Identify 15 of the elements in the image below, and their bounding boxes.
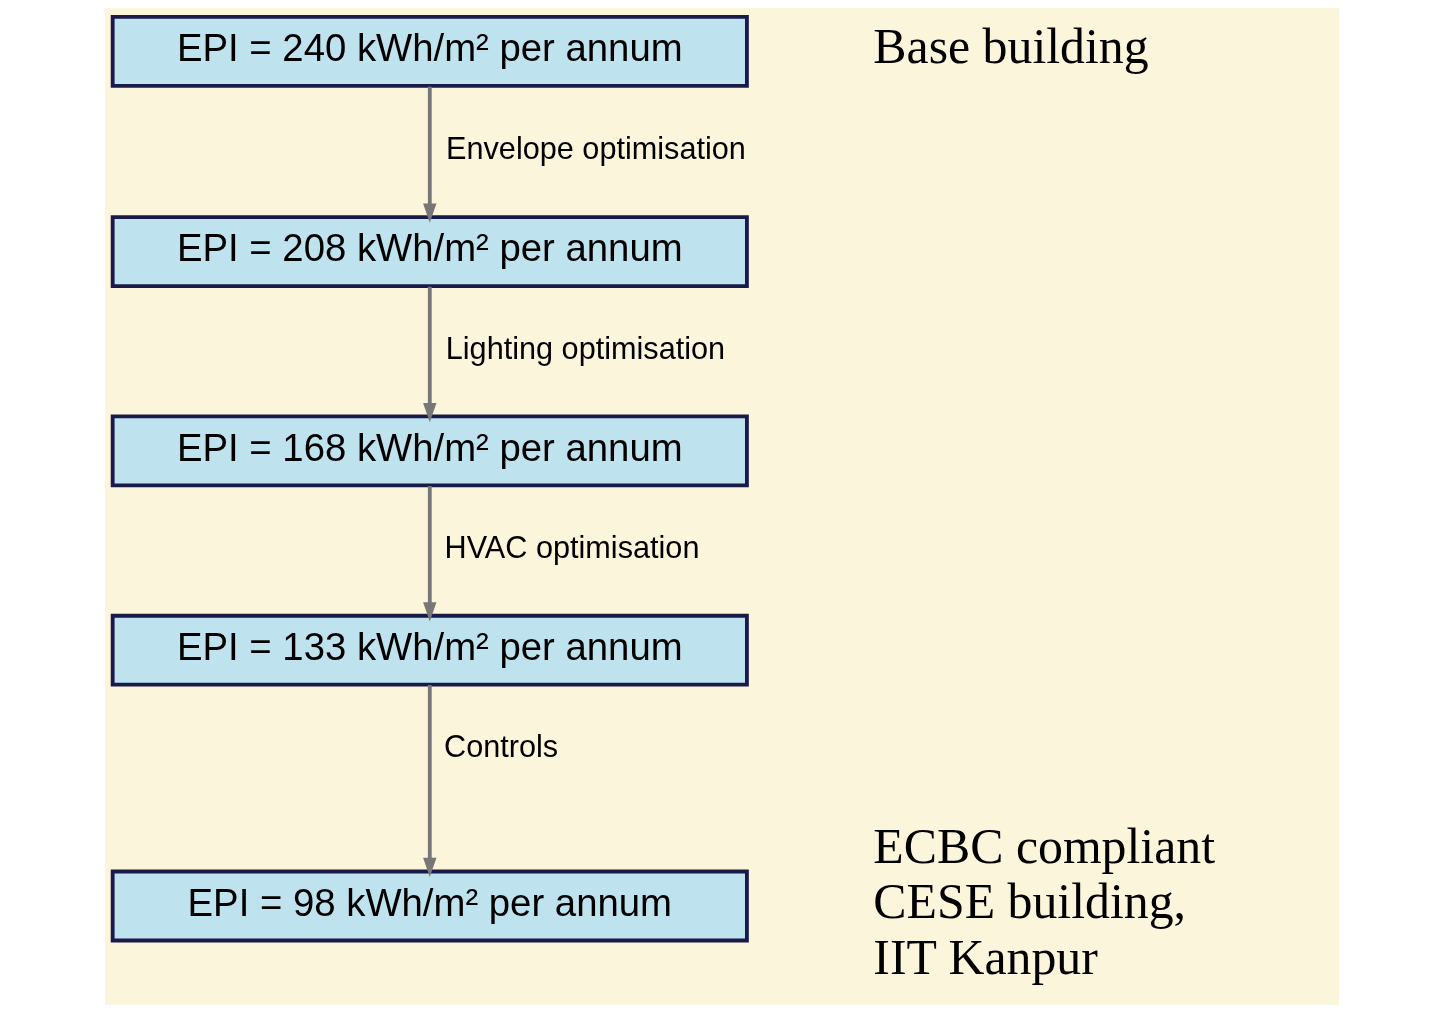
node-box: EPI = 208 kWh/m² per annum (110, 215, 749, 289)
edge-label: Lighting optimisation (445, 330, 726, 365)
arrow (423, 486, 437, 622)
arrow (423, 286, 437, 423)
arrow (423, 685, 437, 877)
edge-label: Controls (444, 729, 559, 764)
node-box: EPI = 133 kWh/m² per annum (110, 613, 749, 687)
edge-label: HVAC optimisation (444, 529, 700, 564)
label: ECBC compliant CESE building, IIT Kanpur (873, 818, 1216, 985)
node-box: EPI = 240 kWh/m² per annum (110, 15, 749, 88)
edge-label: Envelope optimisation (446, 131, 746, 166)
arrow (423, 86, 437, 223)
label: Base building (873, 19, 1149, 75)
node-box: EPI = 168 kWh/m² per annum (110, 414, 749, 488)
node-box: EPI = 98 kWh/m² per annum (110, 869, 749, 943)
